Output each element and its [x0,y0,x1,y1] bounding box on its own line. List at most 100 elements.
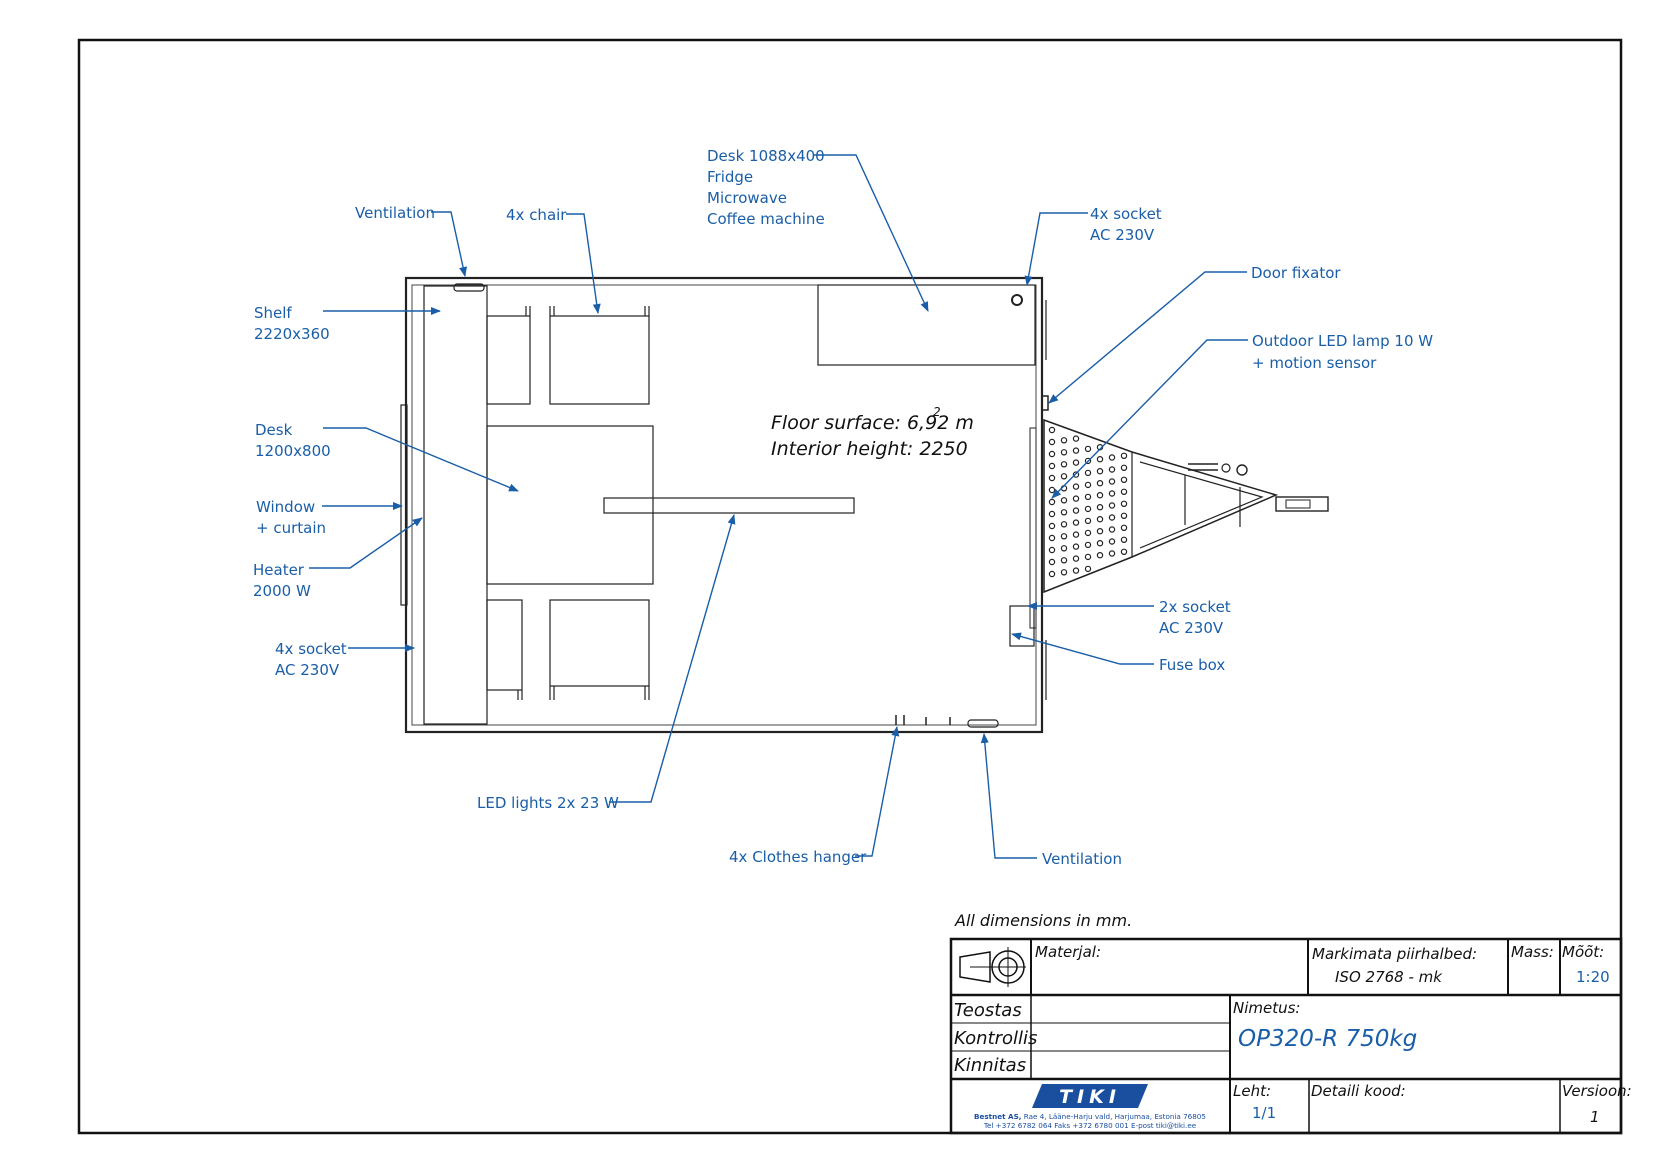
desk-left [486,425,654,585]
perforation-hole [1048,558,1056,566]
perforation-hole [1108,502,1116,509]
perforation-hole [1120,536,1128,544]
chair-bottom-right [549,599,650,687]
perforation-hole [1108,490,1116,497]
perforation-hole [1072,447,1080,454]
perforation-hole [1060,473,1068,480]
label-chair: 4x chair [506,206,567,224]
tb-mass-label: Mass: [1511,943,1554,961]
fuse-box [1009,605,1035,647]
kitchen-desk [817,284,1036,366]
perforation-hole [1084,445,1092,453]
perforation-hole [1120,452,1128,459]
chair-top-left [486,315,531,405]
label-fuse-box: Fuse box [1159,656,1225,674]
tb-tolerance-label: Markimata piirhalbed: [1312,945,1477,963]
coupling-ball [1285,499,1311,509]
ventilation-top [453,283,485,292]
perforation-hole [1060,521,1068,528]
perforation-hole [1060,533,1068,540]
chair-top-right [549,315,650,405]
chair-bottom-left [486,599,523,691]
perforation-hole [1060,569,1068,576]
label-shelf-2: 2220x360 [254,325,330,343]
perforation-hole [1048,534,1056,542]
company-name: Bestnet AS, [974,1112,1021,1121]
label-heater-2: 2000 W [253,582,311,600]
perforation-hole [1060,461,1068,468]
perforation-hole [1120,476,1128,483]
tb-scale-value: 1:20 [1576,968,1610,986]
tiki-logo: TIKI [1032,1084,1148,1108]
label-desk-top-1: Desk 1088x400 [707,147,825,165]
label-window-1: Window [256,498,315,516]
perforation-hole [1048,426,1056,434]
perforation-hole [1084,493,1092,501]
label-outdoor-lamp-2: + motion sensor [1252,354,1377,372]
tb-teostas: Teostas [954,1000,1022,1021]
perforation-hole [1084,553,1092,561]
led-lights-bar [603,497,855,514]
ventilation-bottom [967,719,999,728]
tb-scale-label: Mõõt: [1562,943,1604,961]
perforation-hole [1084,505,1092,513]
perforation-hole [1072,567,1080,574]
label-desk-top-3: Microwave [707,189,787,207]
perforation-hole [1048,510,1056,518]
label-heater-1: Heater [253,561,305,579]
perforation-hole [1120,488,1128,495]
perforation-hole [1060,449,1068,456]
perforation-hole [1084,481,1092,489]
perforation-hole [1096,468,1104,475]
perforation-hole [1060,545,1068,552]
perforation-hole [1084,529,1092,537]
tb-nimetus-label: Nimetus: [1233,999,1301,1017]
tb-version-label: Versioon: [1562,1082,1632,1100]
perforation-hole [1048,474,1056,482]
label-socket-right-2: AC 230V [1159,619,1224,637]
door [1029,427,1037,629]
label-desk-left-1: Desk [255,421,293,439]
perforation-hole [1072,459,1080,466]
tiki-logo-text: TIKI [1059,1086,1121,1108]
drawbar-inner [1131,452,1264,557]
label-desk-top-2: Fridge [707,168,753,186]
interior-height-label: Interior height: 2250 [771,438,968,460]
perforation-hole [1084,469,1092,477]
label-socket-top-1: 4x socket [1090,205,1162,223]
tb-materjal-label: Materjal: [1035,943,1101,961]
sheet-border [77,38,1623,1135]
perforation-hole [1072,543,1080,550]
floor-info: Floor surface: 6,92 m 2 Interior height:… [771,405,974,460]
perforation-hole [1072,531,1080,538]
perforation-hole [1096,516,1104,523]
perforation-hole [1072,495,1080,502]
label-shelf-1: Shelf [254,304,292,322]
perforation-hole [1108,538,1116,545]
perforation-hole [1072,507,1080,514]
tb-tolerance-value: ISO 2768 - mk [1335,968,1443,986]
tb-kontrollis: Kontrollis [954,1028,1037,1049]
door-fixator [1041,395,1049,411]
perforation-hole [1108,550,1116,557]
label-desk-left-2: 1200x800 [255,442,331,460]
perforation-hole [1108,454,1116,461]
perforation-hole [1072,483,1080,490]
label-socket-right-1: 2x socket [1159,598,1231,616]
perforation-hole [1120,548,1128,556]
perforation-hole [1096,528,1104,535]
label-outdoor-lamp-1: Outdoor LED lamp 10 W [1252,332,1433,350]
floor-surface-sup: 2 [933,405,941,419]
perforation-hole [1060,509,1068,516]
perforated-plate [1048,426,1128,578]
label-socket-left-2: AC 230V [275,661,340,679]
perforation-hole [1072,519,1080,526]
perforation-hole [1096,492,1104,499]
perforation-hole [1048,486,1056,494]
perforation-hole [1048,546,1056,554]
perforation-hole [1084,541,1092,549]
perforation-hole [1096,540,1104,547]
title-block [949,937,1623,1135]
floor-surface-label: Floor surface: 6,92 m [771,412,974,434]
